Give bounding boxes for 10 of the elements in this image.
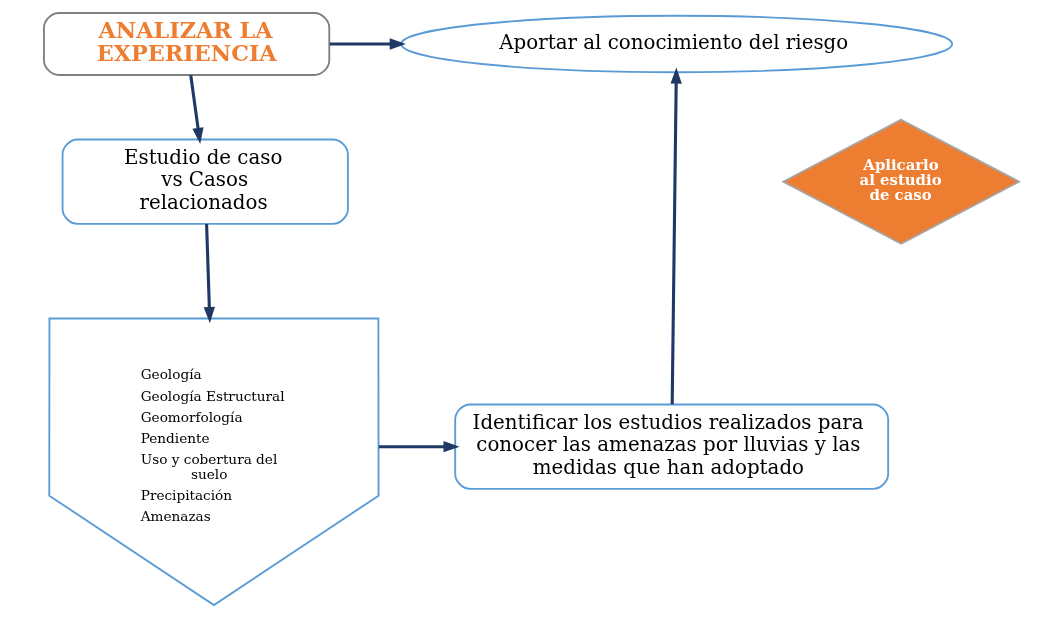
node-box: ANALIZAR LA EXPERIENCIA xyxy=(42,12,330,76)
arrow xyxy=(188,75,204,144)
node-box: Identificar los estudios realizados para conocer las amenazas por lluvias y las medidas que han adoptado xyxy=(453,403,889,490)
node-ellipse: Aportar al conocimiento del riesgo xyxy=(399,14,953,74)
node-box: Estudio de caso vs Casos relacionados xyxy=(61,138,349,225)
arrow xyxy=(378,441,460,453)
arrow xyxy=(203,223,215,324)
node-diamond: Aplicarlo al estudio de caso xyxy=(780,118,1021,245)
arrow xyxy=(329,38,406,50)
arrow xyxy=(670,67,682,405)
